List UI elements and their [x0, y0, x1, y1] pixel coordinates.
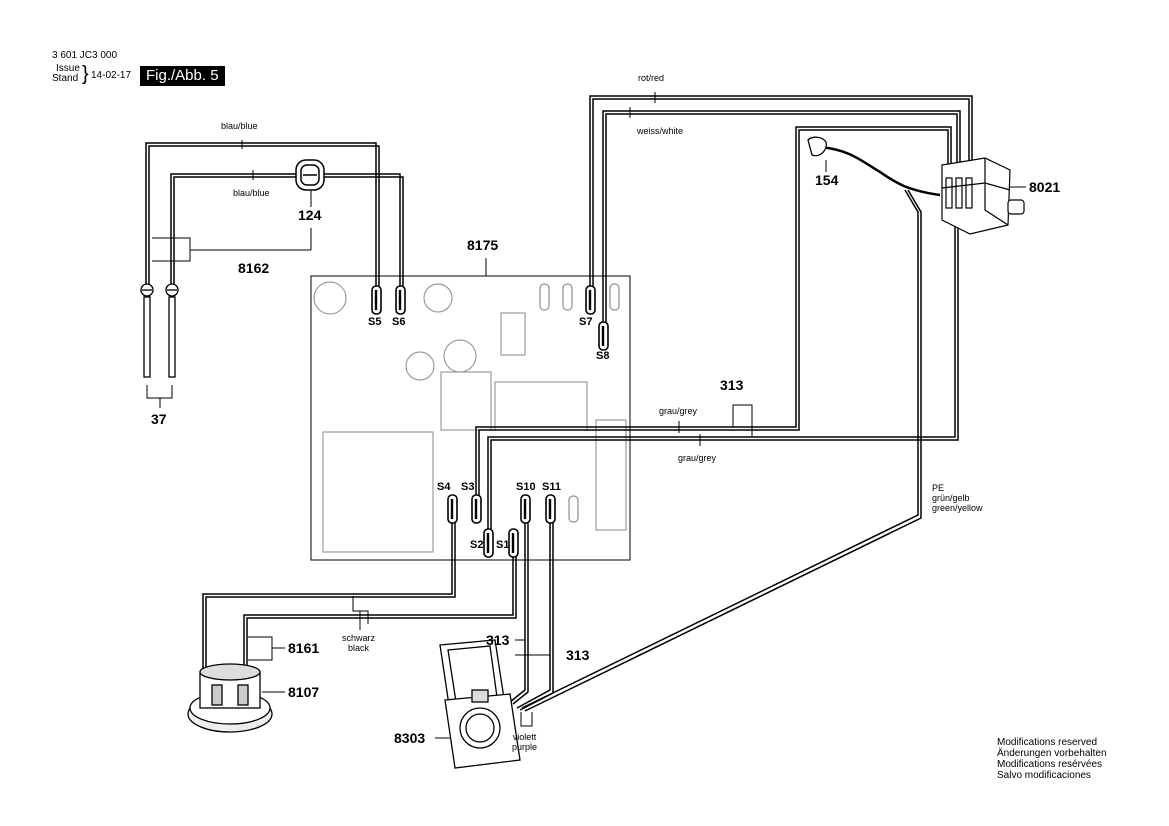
doc-number: 3 601 JC3 000: [52, 50, 118, 61]
terminal-s7: S7: [579, 316, 593, 328]
part-313-right: 313: [566, 647, 590, 663]
wire-label-rot: rot/red: [638, 73, 665, 83]
wire-label-pe-2: grün/gelb: [932, 493, 970, 503]
stand-label: Stand: [52, 73, 79, 84]
modification-notes: Modifications reserved Änderungen vorbeh…: [997, 737, 1107, 781]
part-8303: 8303: [394, 730, 426, 746]
note-line: Modifications resérvées: [997, 759, 1103, 770]
board-transformer: [322, 431, 434, 553]
wire-label-violett: violett purple: [512, 732, 537, 752]
terminal-s10: S10: [516, 481, 536, 493]
part-37: 37: [151, 411, 167, 427]
part-313-mid: 313: [486, 632, 510, 648]
brace: }: [82, 63, 89, 85]
terminal-s2: S2: [470, 539, 484, 551]
wire-label-schwarz-1: schwarz: [342, 633, 376, 643]
terminal-s3: S3: [461, 481, 475, 493]
board-component-2: [440, 371, 492, 431]
part-8021: 8021: [1029, 179, 1061, 195]
circuit-board: [310, 275, 631, 561]
part-8107: 8107: [288, 684, 320, 700]
note-line: Modifications reserved: [997, 737, 1098, 748]
wire-label-blau-top: blau/blue: [221, 121, 258, 131]
terminal-s11: S11: [542, 481, 561, 493]
wire-rot-weiss: [589, 95, 973, 322]
wire-blau: [145, 142, 404, 286]
power-cord: [819, 145, 941, 197]
wire-schwarz: [202, 523, 517, 672]
issue-label: Issue: [56, 63, 80, 74]
board-component-1: [500, 312, 526, 356]
note-line: Änderungen vorbehalten: [997, 748, 1107, 759]
issue-date: 14-02-17: [91, 70, 132, 81]
note-line: Salvo modificaciones: [997, 770, 1091, 781]
terminal-s8: S8: [596, 350, 610, 362]
board-capacitor-1: [313, 281, 347, 315]
wire-pe: [521, 189, 922, 712]
part-154: 154: [815, 172, 839, 188]
terminal-s1: S1: [496, 539, 510, 551]
wire-label-blau-mid: blau/blue: [233, 188, 270, 198]
wire-label-violett-2: purple: [512, 742, 538, 752]
wire-grau: [475, 126, 959, 529]
wire-label-pe-1: PE: [932, 483, 945, 493]
board-capacitor-2: [423, 283, 453, 313]
wire-label-grau-bottom: grau/grey: [678, 453, 717, 463]
board-component-4: [595, 419, 627, 531]
socket: [439, 639, 521, 769]
part-8161: 8161: [288, 640, 320, 656]
wire-label-pe-3: green/yellow: [932, 503, 983, 513]
wire-violett: [509, 523, 554, 711]
part-124: 124: [298, 207, 322, 223]
wire-label-schwarz: schwarz black: [342, 633, 375, 653]
motor: [187, 663, 273, 733]
wire-label-schwarz-2: black: [348, 643, 370, 653]
wire-label-grau-top: grau/grey: [659, 406, 698, 416]
terminal-s4: S4: [437, 481, 451, 493]
ferrite-ring: [295, 159, 325, 191]
board-capacitor-3: [405, 351, 435, 381]
figure-label: Fig./Abb. 5: [140, 66, 225, 86]
part-8175: 8175: [467, 237, 499, 253]
wire-label-violett-1: violett: [512, 732, 537, 742]
part-313-top: 313: [720, 377, 744, 393]
wire-label-weiss: weiss/white: [637, 126, 684, 136]
wire-label-pe: PE grün/gelb green/yellow: [932, 483, 983, 513]
thermostat: [941, 157, 1025, 235]
terminal-s6: S6: [392, 316, 406, 328]
part-8162: 8162: [238, 260, 270, 276]
electrodes: [140, 283, 179, 378]
terminal-s5: S5: [368, 316, 382, 328]
